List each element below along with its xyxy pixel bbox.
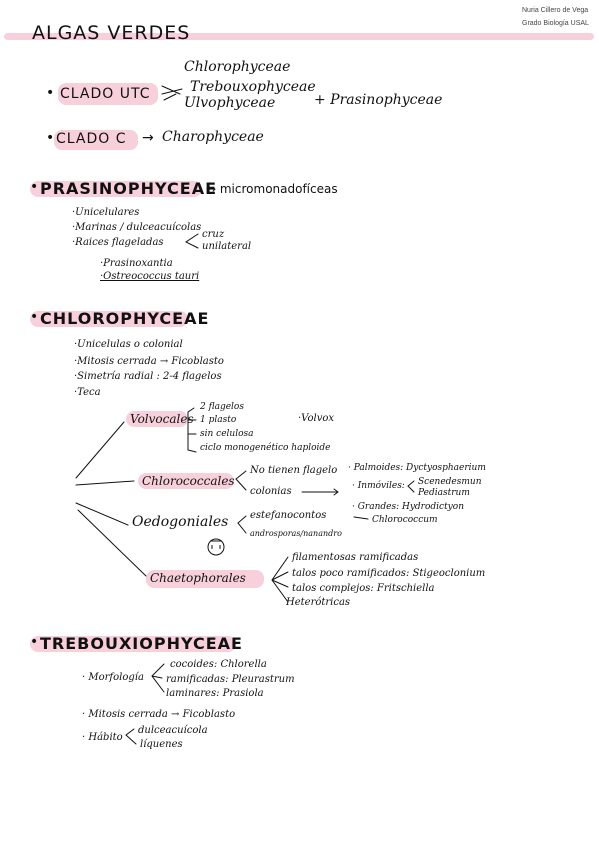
- chaetophorales-highlight: [146, 570, 264, 588]
- prasino-example: ·Ostreococcus tauri: [100, 271, 200, 282]
- chloro-title: CHLOROPHYCEAE: [40, 309, 210, 328]
- clado-utc-item: Chlorophyceae: [184, 59, 291, 75]
- chlorococcales-highlight: [138, 473, 234, 489]
- treboux-mitosis: · Mitosis cerrada → Ficoblasto: [82, 709, 236, 720]
- prasino-title: PRASINOPHYCEAE: [40, 179, 218, 198]
- chlorococcales-group: · Grandes: Hydrodictyon: [352, 502, 464, 512]
- prasino-item: ·Marinas / dulceacuícolas: [72, 222, 202, 233]
- clado-c-highlight: [54, 130, 138, 150]
- chloro-item: ·Teca: [74, 387, 101, 398]
- volvocales-highlight: [126, 411, 188, 427]
- oedogoniales-trait: androsporas/nanandro: [250, 529, 342, 538]
- clado-c-item: Charophyceae: [162, 129, 264, 145]
- prasino-plus: + Prasinophyceae: [314, 92, 443, 108]
- bullet: •: [30, 309, 39, 325]
- chlorococcales-genus: Pediastrum: [418, 488, 470, 498]
- volvocales-example: ·Volvox: [298, 413, 335, 424]
- chaetophorales-trait: Heterótricas: [286, 597, 351, 608]
- author-degree: Grado Biología USAL: [522, 20, 589, 27]
- chloro-highlight: [30, 311, 188, 327]
- treboux-morfologia-item: laminares: Prasiola: [166, 688, 264, 699]
- prasino-note: → micromonadofíceas: [206, 182, 338, 196]
- clado-c-label: CLADO C: [56, 131, 127, 147]
- chlorococcales-genus: Chlorococcum: [372, 515, 438, 525]
- chlorococcales-trait: No tienen flagelo: [250, 465, 338, 476]
- title-underline: [4, 33, 594, 40]
- chlorococcales-group: · Inmóviles:: [352, 481, 405, 491]
- volvocales-trait: ciclo monogenético haploide: [200, 443, 331, 453]
- bullet: •: [46, 85, 55, 101]
- chaetophorales-label: Chaetophorales: [150, 571, 246, 585]
- prasino-item: ·Raices flageladas: [72, 237, 164, 248]
- chloro-item: ·Mitosis cerrada → Ficoblasto: [74, 356, 224, 367]
- oedogoniales-trait: estefanocontos: [250, 510, 327, 521]
- treboux-habito-item: dulceacuícola: [138, 725, 208, 736]
- prasino-example: ·Prasinoxantia: [100, 258, 173, 269]
- treboux-morfologia-item: cocoides: Chlorella: [170, 659, 267, 670]
- treboux-morfologia-label: · Morfología: [82, 672, 144, 683]
- chloro-item: ·Unicelulas o colonial: [74, 339, 183, 350]
- arrow-icon: →: [142, 130, 154, 146]
- treboux-title: TREBOUXIOPHYCEAE: [40, 634, 243, 653]
- bullet: •: [46, 130, 55, 146]
- clado-utc-item: Ulvophyceae: [184, 95, 276, 111]
- oedogoniales-label: Oedogoniales: [132, 514, 229, 530]
- prasino-item: ·Unicelulares: [72, 207, 140, 218]
- treboux-habito-label: · Hábito: [82, 732, 123, 743]
- treboux-habito-item: líquenes: [140, 739, 183, 750]
- treboux-morfologia-item: ramificadas: Pleurastrum: [166, 674, 295, 685]
- chlorococcales-label: Chlorococcales: [142, 474, 235, 488]
- chlorococcales-trait: colonias: [250, 486, 292, 497]
- face-doodle-icon: [207, 538, 225, 556]
- volvocales-trait: sin celulosa: [200, 429, 254, 439]
- chloro-item: ·Simetría radial : 2-4 flagelos: [74, 371, 222, 382]
- page-title: ALGAS VERDES: [32, 22, 191, 44]
- bullet: •: [30, 634, 39, 650]
- chlorococcales-group: · Palmoides: Dyctyosphaerium: [348, 463, 486, 473]
- treboux-highlight: [30, 636, 236, 652]
- volvocales-trait: 2 flagelos: [200, 402, 244, 412]
- chaetophorales-trait: filamentosas ramificadas: [292, 552, 419, 563]
- prasino-flag-option: unilateral: [202, 241, 252, 252]
- author-name: Nuria Cillero de Vega: [522, 7, 589, 14]
- chlorococcales-genus: Scenedesmun: [418, 477, 482, 487]
- prasino-highlight: [30, 181, 202, 197]
- clado-utc-label: CLADO UTC: [60, 86, 151, 102]
- chaetophorales-trait: talos poco ramificados: Stigeoclonium: [292, 568, 486, 579]
- clado-utc-item: Trebouxophyceae: [190, 79, 316, 95]
- chaetophorales-trait: talos complejos: Fritschiella: [292, 583, 435, 594]
- bullet: •: [30, 179, 39, 195]
- volvocales-trait: 1 plasto: [200, 415, 237, 425]
- clado-utc-highlight: [58, 83, 158, 105]
- volvocales-label: Volvocales: [130, 412, 194, 426]
- prasino-flag-option: cruz: [202, 229, 225, 240]
